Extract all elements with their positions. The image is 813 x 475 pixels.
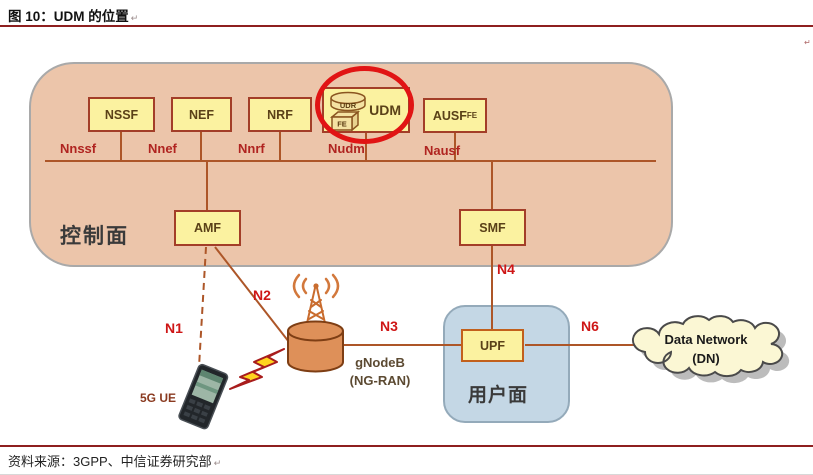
interface-nnrf: Nnrf [238, 141, 265, 156]
radio-waves-icon [292, 273, 340, 299]
edge-paragraph-mark-icon: ↵ [804, 38, 811, 47]
user-plane-region [443, 305, 570, 423]
ausf-sub-label: FE [466, 111, 478, 120]
gnodeb-label: gNodeB (NG-RAN) [333, 354, 427, 389]
nef-label: NEF [189, 107, 214, 122]
nrf-box: NRF [248, 97, 312, 132]
paragraph-mark-icon: ↵ [130, 13, 139, 23]
lightning-bolt-icon [229, 348, 285, 390]
interface-nausf: Nausf [424, 143, 461, 158]
nrf-label: NRF [267, 107, 293, 122]
smf-label: SMF [479, 220, 506, 235]
smf-box: SMF [459, 209, 526, 246]
gnodeb-label-line2: (NG-RAN) [349, 372, 411, 388]
ref-n1: N1 [165, 320, 183, 336]
nef-box: NEF [171, 97, 232, 132]
upf-label: UPF [480, 338, 505, 353]
ausf-label: AUSF [432, 108, 467, 123]
control-plane-label: 控制面 [60, 225, 129, 248]
top-rule [0, 25, 813, 27]
ref-n3: N3 [380, 318, 398, 334]
source-paragraph-mark-icon: ↵ [213, 458, 222, 468]
upf-box: UPF [461, 329, 524, 362]
data-network-label: Data Network (DN) [640, 331, 772, 369]
interface-nnssf: Nnssf [60, 141, 97, 156]
ref-n4: N4 [497, 261, 515, 277]
ue-label: 5G UE [140, 391, 177, 405]
source-note: 资料来源：3GPP、中信证券研究部↵ [8, 451, 221, 470]
user-plane-label: 用户面 [468, 385, 529, 406]
n1-link [198, 246, 207, 368]
udm-highlight-circle [315, 66, 414, 144]
data-network-label-line2: (DN) [692, 350, 720, 366]
nssf-label: NSSF [104, 107, 139, 122]
interface-nnef: Nnef [148, 141, 177, 156]
interface-nudm: Nudm [328, 141, 365, 156]
n2-link [214, 246, 290, 343]
source-text: 资料来源：3GPP、中信证券研究部 [8, 454, 212, 469]
ref-n2: N2 [253, 287, 271, 303]
amf-box: AMF [174, 210, 241, 246]
data-network-label-line1: Data Network [664, 332, 748, 347]
figure-title-text: 图 10：UDM 的位置 [8, 9, 129, 24]
wire-group [45, 132, 656, 368]
gnodeb-label-line1: gNodeB [355, 355, 405, 370]
bottom-rule [0, 445, 813, 447]
ref-n6: N6 [581, 318, 599, 334]
nssf-box: NSSF [88, 97, 155, 132]
figure-title: 图 10：UDM 的位置↵ [8, 5, 138, 25]
data-network-cloud [631, 315, 790, 384]
gnodeb-cylinder [287, 320, 344, 373]
amf-label: AMF [193, 221, 222, 235]
ue-phone-icon [178, 363, 229, 430]
